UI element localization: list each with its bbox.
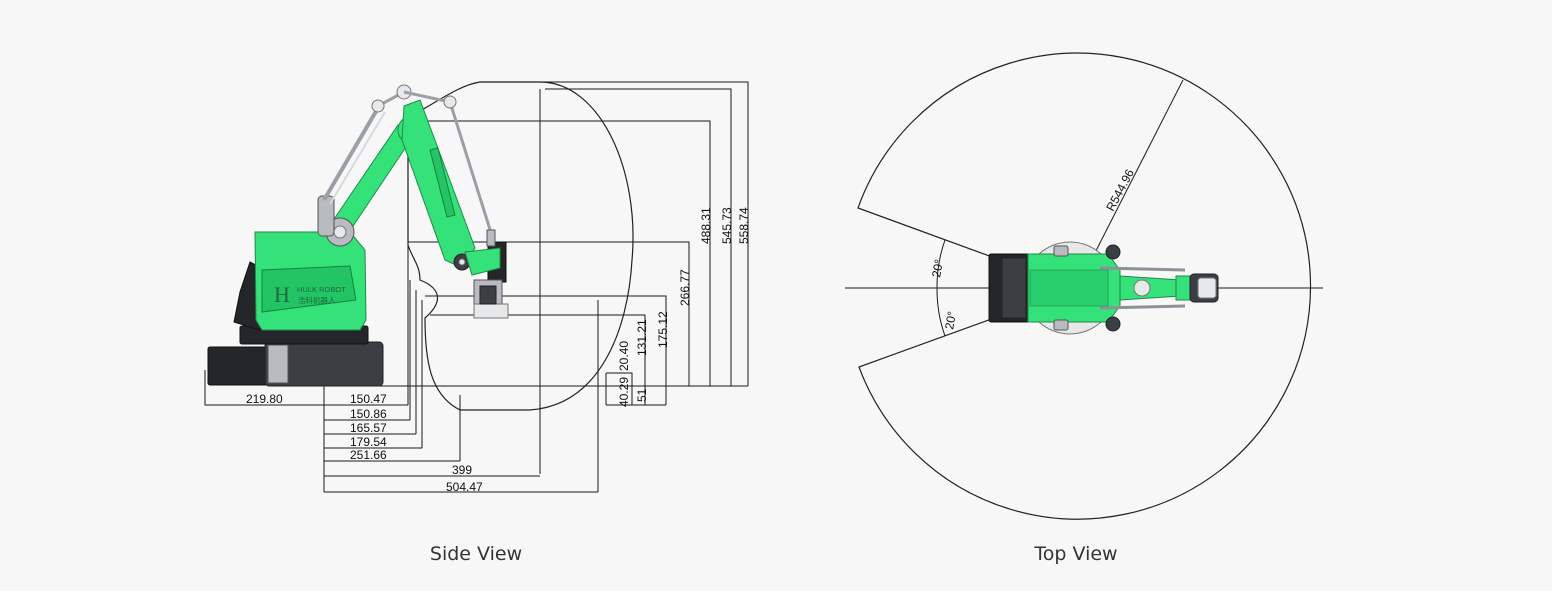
angle-upper-label: 20° (929, 258, 946, 278)
dim-179-54: 179.54 (350, 435, 387, 449)
side-view-caption: Side View (430, 543, 522, 565)
side-view: H HULK ROBOT 浩科机器人 (204, 81, 751, 565)
dim-488-31: 488.31 (699, 207, 713, 244)
side-logo-brand: HULK ROBOT (297, 285, 346, 294)
dim-399: 399 (452, 463, 472, 477)
dim-51: 51 (635, 388, 649, 402)
dim-251-66: 251.66 (350, 448, 387, 462)
dim-20-40: 20.40 (617, 341, 631, 371)
dim-131-21: 131.21 (635, 319, 649, 356)
dim-150-86: 150.86 (350, 407, 387, 421)
side-robot: H HULK ROBOT 浩科机器人 (207, 84, 509, 387)
dim-175-12: 175.12 (656, 311, 670, 348)
top-workspace-sector (857, 52, 1312, 520)
horizontal-dimension-lines (204, 118, 598, 493)
top-view-caption: Top View (1033, 543, 1117, 565)
radius-label: R544.96 (1103, 166, 1137, 213)
dim-165-57: 165.57 (350, 421, 387, 435)
dim-150-47: 150.47 (350, 392, 387, 406)
dim-504-47: 504.47 (446, 480, 483, 494)
top-robot (988, 241, 1219, 335)
vertical-dimension-lines (380, 81, 749, 492)
side-logo-brand-cn: 浩科机器人 (298, 295, 336, 305)
side-logo-letter: H (274, 282, 290, 307)
dim-40-29: 40.29 (617, 377, 631, 407)
dim-545-73: 545.73 (720, 207, 734, 244)
top-view: R544.96 20° 20° Top View (845, 52, 1323, 565)
angle-lower-label: 20° (942, 310, 959, 330)
dim-219-80: 219.80 (246, 392, 283, 406)
dim-266-77: 266.77 (678, 269, 692, 306)
dim-558-74: 558.74 (737, 207, 751, 244)
